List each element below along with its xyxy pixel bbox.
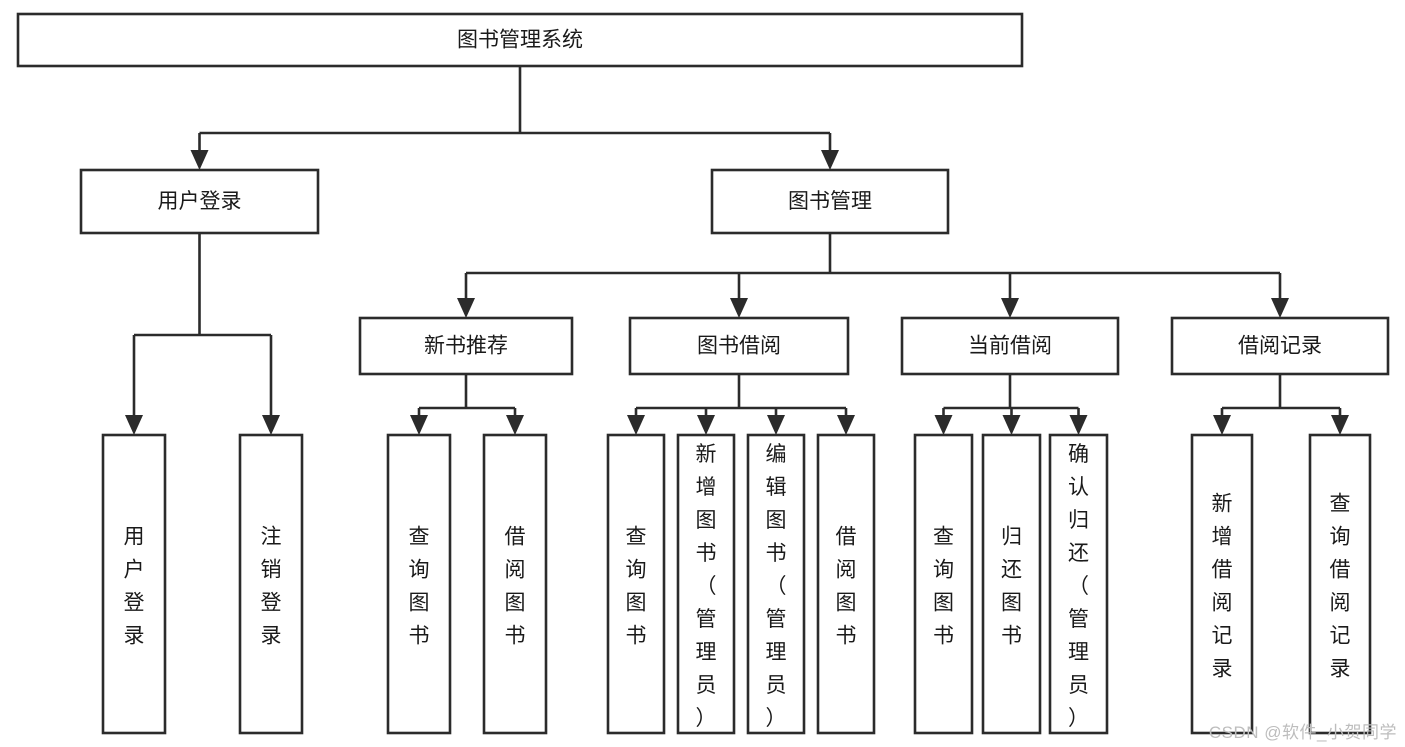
node-leaf-add-book-admin[interactable]: 新增图书（管理员） <box>676 433 736 735</box>
node-label-leaf-query-book-1: 查询图书 <box>409 526 430 648</box>
nodes-layer: 图书管理系统用户登录图书管理新书推荐图书借阅当前借阅借阅记录用户登录注销登录查询… <box>16 12 1390 735</box>
node-box-root-system <box>16 12 1024 68</box>
node-box-borrow-record <box>1170 316 1390 376</box>
node-box-leaf-add-borrow-record <box>1190 433 1254 735</box>
node-label-leaf-confirm-return-admin: 确认归还（管理员） <box>1068 443 1089 730</box>
arrow-head-icon <box>1069 415 1088 435</box>
node-leaf-user-login[interactable]: 用户登录 <box>101 433 167 735</box>
node-box-leaf-borrow-book-2 <box>816 433 876 735</box>
node-user-login[interactable]: 用户登录 <box>79 168 320 235</box>
node-current-borrow[interactable]: 当前借阅 <box>900 316 1120 376</box>
node-label-root-system: 图书管理系统 <box>457 29 583 52</box>
arrow-head-icon <box>627 415 645 435</box>
arrow-head-icon <box>410 415 428 435</box>
node-box-leaf-query-borrow-record <box>1308 433 1372 735</box>
arrow-head-icon <box>767 415 785 435</box>
node-leaf-query-borrow-record[interactable]: 查询借阅记录 <box>1308 433 1372 735</box>
watermark-label: CSDN @软件_小贺同学 <box>1208 723 1397 742</box>
node-label-leaf-add-book-admin: 新增图书（管理员） <box>696 443 717 730</box>
node-box-book-borrow <box>628 316 850 376</box>
arrow-head-icon <box>837 415 855 435</box>
arrow-head-icon <box>821 150 839 170</box>
node-leaf-query-book-1[interactable]: 查询图书 <box>386 433 452 735</box>
arrow-head-icon <box>1331 415 1349 435</box>
node-leaf-borrow-book-1[interactable]: 借阅图书 <box>482 433 548 735</box>
node-label-leaf-query-borrow-record: 查询借阅记录 <box>1330 493 1351 681</box>
node-label-book-management: 图书管理 <box>788 190 872 213</box>
node-root-system[interactable]: 图书管理系统 <box>16 12 1024 68</box>
arrow-head-icon <box>506 415 524 435</box>
arrow-head-icon <box>1001 298 1019 318</box>
node-book-management[interactable]: 图书管理 <box>710 168 950 235</box>
node-box-current-borrow <box>900 316 1120 376</box>
node-label-leaf-query-book-2: 查询图书 <box>626 526 647 648</box>
node-borrow-record[interactable]: 借阅记录 <box>1170 316 1390 376</box>
node-box-leaf-query-book-2 <box>606 433 666 735</box>
node-box-leaf-add-book-admin <box>676 433 736 735</box>
arrow-head-icon <box>1002 415 1021 435</box>
arrow-head-icon <box>190 150 209 170</box>
node-label-leaf-borrow-book-2: 借阅图书 <box>836 526 857 648</box>
node-new-book-recommend[interactable]: 新书推荐 <box>358 316 574 376</box>
arrow-head-icon <box>457 298 475 318</box>
arrow-head-icon <box>1271 298 1289 318</box>
arrow-head-icon <box>697 415 715 435</box>
node-leaf-logout-login[interactable]: 注销登录 <box>238 433 304 735</box>
node-leaf-return-book[interactable]: 归还图书 <box>981 433 1042 735</box>
arrow-head-icon <box>730 298 748 318</box>
node-label-leaf-query-book-3: 查询图书 <box>933 526 954 648</box>
node-label-book-borrow: 图书借阅 <box>697 335 781 358</box>
arrow-head-icon <box>125 415 143 435</box>
node-label-leaf-user-login: 用户登录 <box>124 526 145 648</box>
node-leaf-borrow-book-2[interactable]: 借阅图书 <box>816 433 876 735</box>
node-box-leaf-confirm-return-admin <box>1048 433 1109 735</box>
node-label-leaf-logout-login: 注销登录 <box>261 526 282 648</box>
node-leaf-edit-book-admin[interactable]: 编辑图书（管理员） <box>746 433 806 735</box>
node-box-leaf-query-book-3 <box>913 433 974 735</box>
node-label-borrow-record: 借阅记录 <box>1238 335 1322 358</box>
node-box-user-login <box>79 168 320 235</box>
node-leaf-query-book-3[interactable]: 查询图书 <box>913 433 974 735</box>
node-label-current-borrow: 当前借阅 <box>968 335 1052 358</box>
node-leaf-confirm-return-admin[interactable]: 确认归还（管理员） <box>1048 433 1109 735</box>
node-leaf-query-book-2[interactable]: 查询图书 <box>606 433 666 735</box>
arrow-head-icon <box>262 415 280 435</box>
arrow-head-icon <box>934 415 953 435</box>
node-box-leaf-borrow-book-1 <box>482 433 548 735</box>
node-box-leaf-return-book <box>981 433 1042 735</box>
node-leaf-add-borrow-record[interactable]: 新增借阅记录 <box>1190 433 1254 735</box>
node-box-leaf-query-book-1 <box>386 433 452 735</box>
connectors-layer <box>125 66 1349 435</box>
node-box-leaf-user-login <box>101 433 167 735</box>
node-label-leaf-add-borrow-record: 新增借阅记录 <box>1212 493 1233 681</box>
node-label-leaf-edit-book-admin: 编辑图书（管理员） <box>766 443 787 730</box>
node-label-user-login: 用户登录 <box>158 190 242 213</box>
node-label-new-book-recommend: 新书推荐 <box>424 335 508 358</box>
node-box-leaf-logout-login <box>238 433 304 735</box>
arrow-head-icon <box>1213 415 1231 435</box>
node-box-book-management <box>710 168 950 235</box>
node-label-leaf-return-book: 归还图书 <box>1001 526 1022 648</box>
node-box-leaf-edit-book-admin <box>746 433 806 735</box>
node-book-borrow[interactable]: 图书借阅 <box>628 316 850 376</box>
node-box-new-book-recommend <box>358 316 574 376</box>
node-label-leaf-borrow-book-1: 借阅图书 <box>505 526 526 648</box>
